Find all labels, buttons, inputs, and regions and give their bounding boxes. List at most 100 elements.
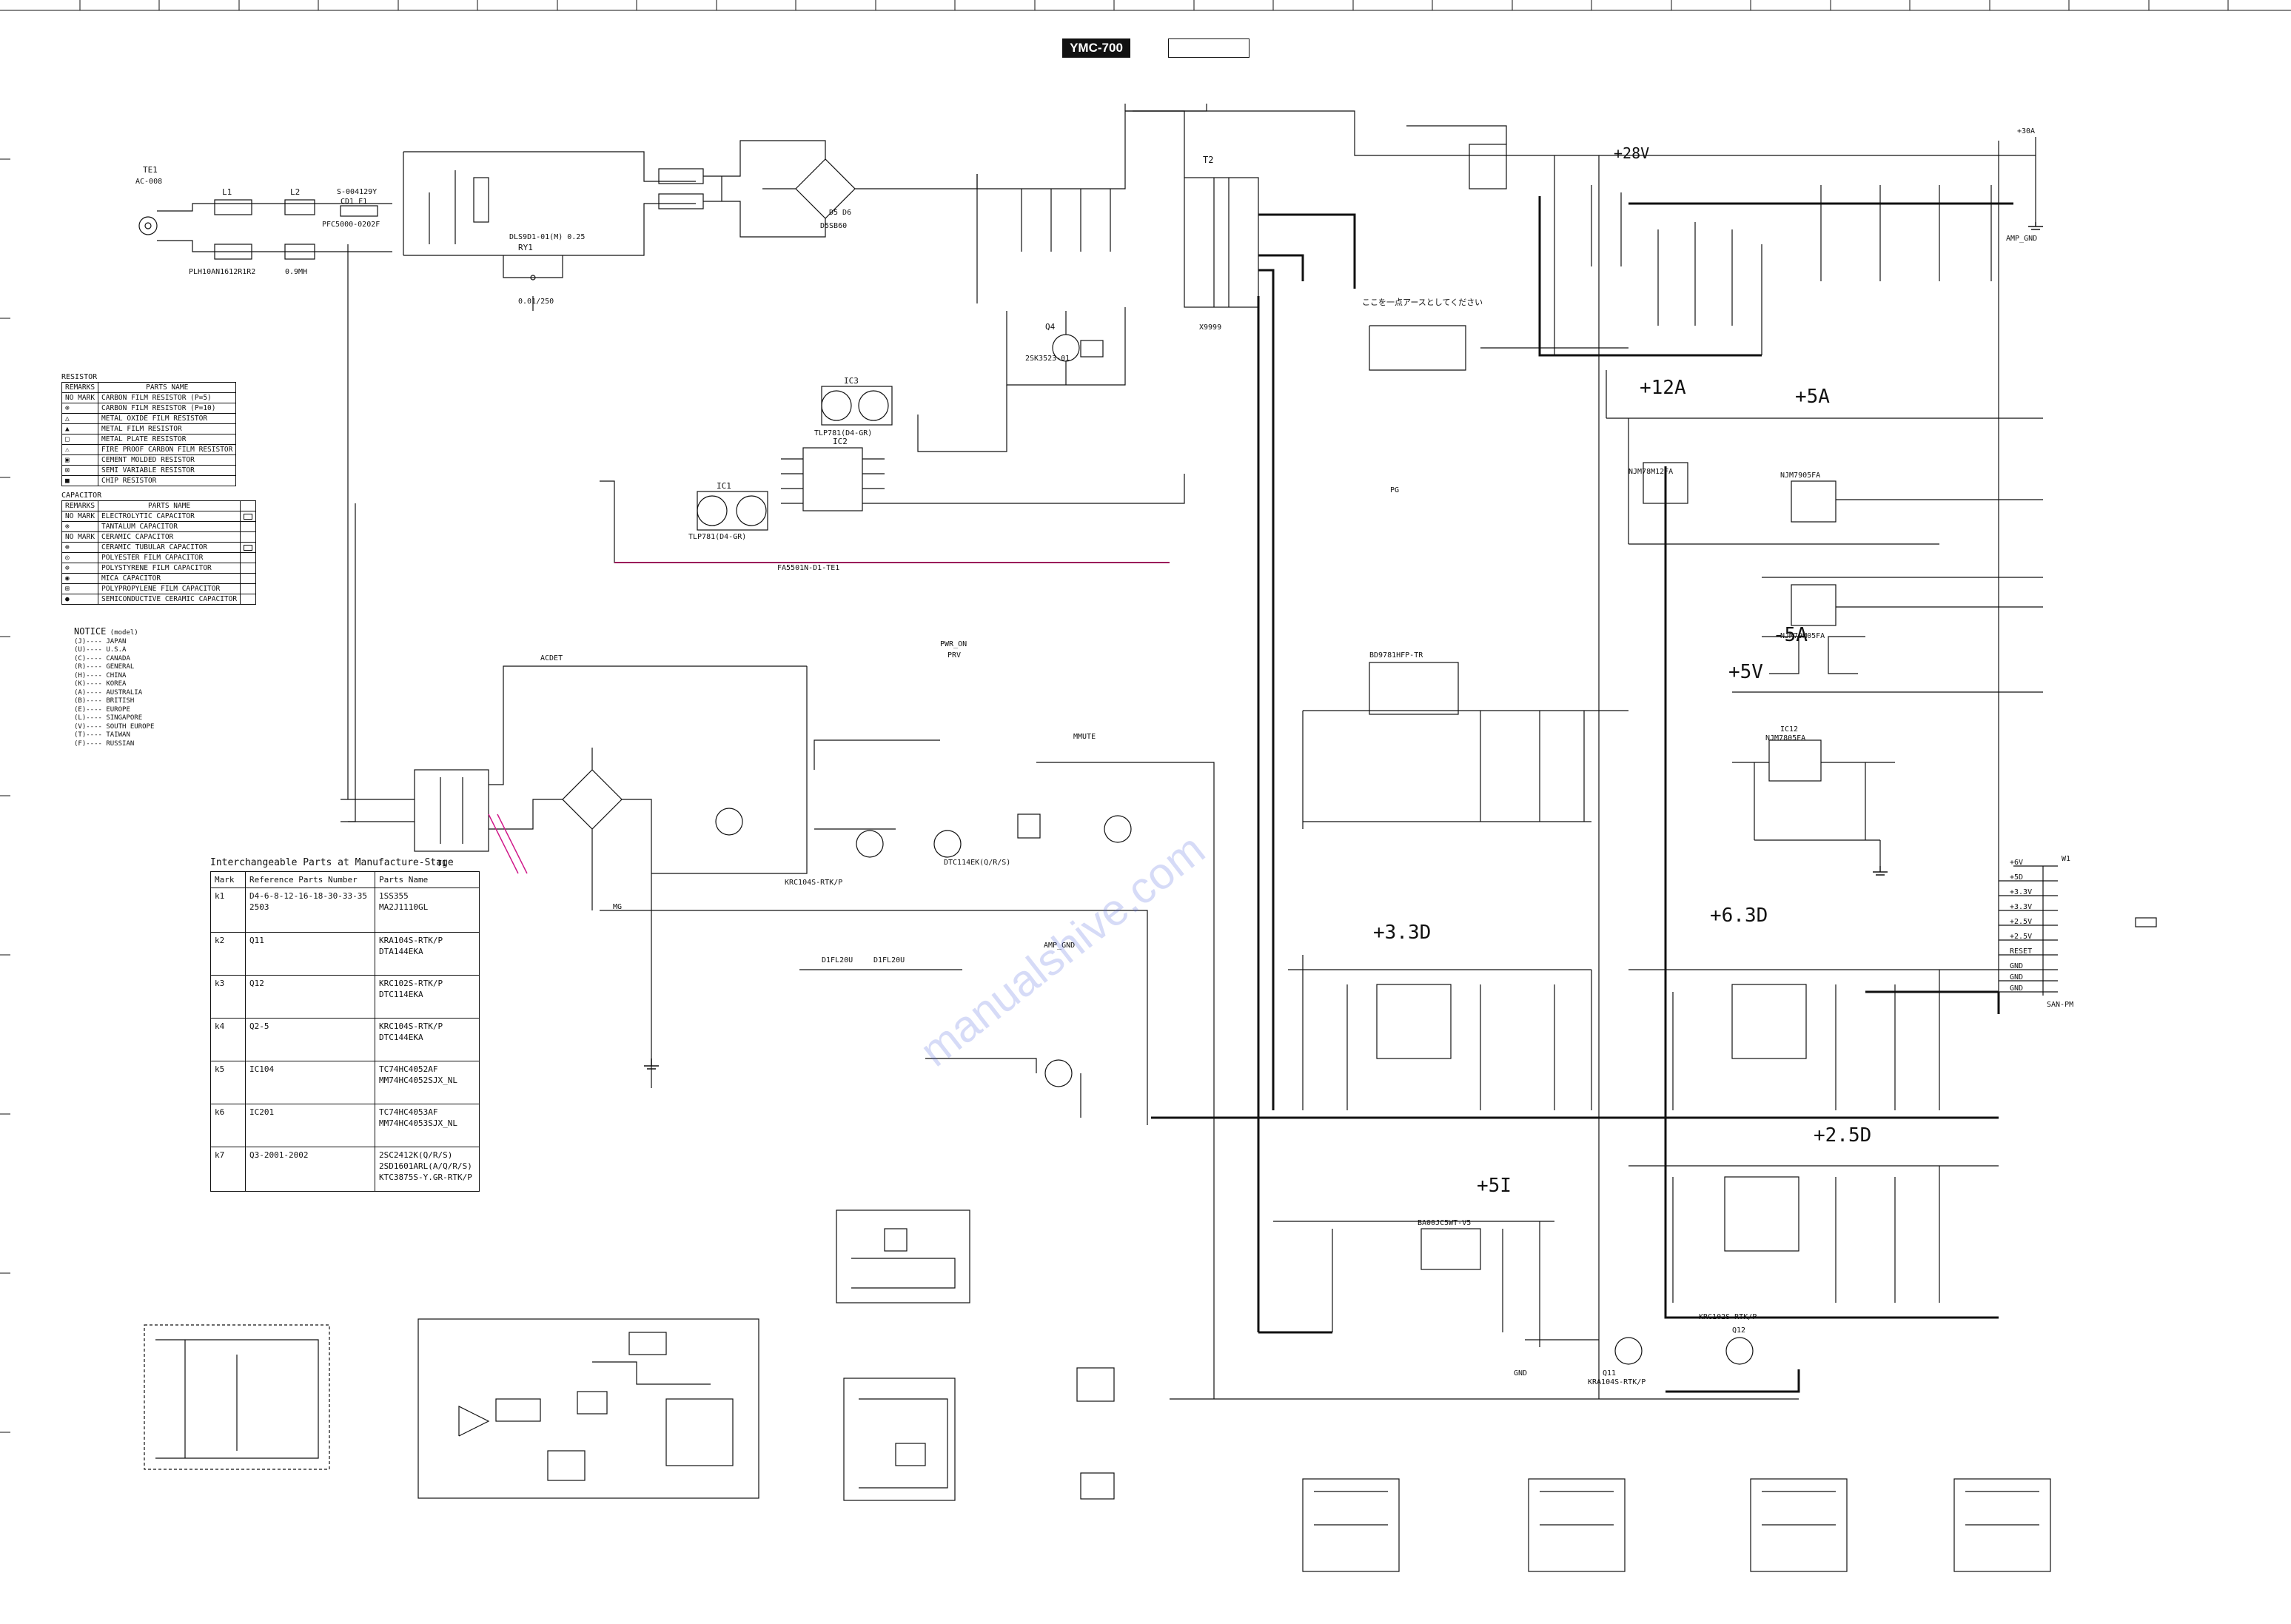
label-ic12-part: NJM7805FA (1765, 734, 1805, 742)
parts-row-mark: k3 (210, 975, 246, 1019)
capacitor-row-mark: ⊛ (61, 542, 99, 553)
capacitor-row-name: POLYSTYRENE FILM CAPACITOR (98, 563, 241, 574)
parts-row-name: TC74HC4052AF MM74HC4052SJX_NL (375, 1061, 480, 1104)
notice-line: (J)---- JAPAN (74, 637, 127, 645)
notice-title: NOTICE (74, 626, 107, 637)
parts-row-mark: k4 (210, 1018, 246, 1061)
model-title-blank (1168, 38, 1250, 58)
capacitor-row-name: SEMICONDUCTIVE CERAMIC CAPACITOR (98, 594, 241, 605)
resistor-row-mark: ▲ (61, 423, 99, 434)
label-gnd: GND (1514, 1369, 1527, 1378)
label-ic7-part: NJM78M12FA (1628, 468, 1673, 476)
notice-line: (T)---- TAIWAN (74, 731, 130, 739)
w1-pin-7: RESET (2010, 947, 2032, 956)
w1-pin-10: GND (2010, 984, 2023, 993)
label-relay: RY1 (518, 243, 533, 252)
resistor-legend-title: RESISTOR (61, 373, 98, 381)
rail-63d: +6.3D (1710, 905, 1768, 927)
model-notice: NOTICE (model) (J)---- JAPAN (U)---- U.S… (74, 626, 155, 748)
parts-row-ref: Q3-2001-2002 (244, 1147, 376, 1192)
label-l1-part: PLH10AN1612R1R2 (189, 268, 255, 276)
w1-pin-2: +5D (2010, 873, 2023, 882)
label-amp-gnd-2: AMP_GND (1044, 942, 1075, 950)
label-amp-gnd: AMP_GND (2006, 235, 2037, 243)
label-l1: L1 (222, 187, 232, 197)
label-pwr-on: PWR_ON (940, 640, 967, 648)
resistor-row-name: METAL OXIDE FILM RESISTOR (98, 413, 237, 424)
label-x9999: X9999 (1199, 323, 1221, 332)
capacitor-row-mark: ⊕ (61, 563, 99, 574)
parts-row-name: 1SS355 MA2J1110GL (375, 888, 480, 933)
notice-line: (C)---- CANADA (74, 654, 130, 662)
parts-row-name: 2SC2412K(Q/R/S) 2SD1601ARL(A/Q/R/S) KTC3… (375, 1147, 480, 1192)
resistor-col-remarks: REMARKS (61, 382, 99, 393)
capacitor-col-name: PARTS NAME (98, 500, 241, 511)
w1-pin-8: GND (2010, 962, 2023, 970)
capacitor-row-name: MICA CAPACITOR (98, 573, 241, 584)
resistor-row-name: METAL FILM RESISTOR (98, 423, 237, 434)
w1-pin-4: +3.3V (2010, 903, 2032, 911)
parts-table-title: Interchangeable Parts at Manufacture-Sta… (210, 857, 454, 868)
w1-pin-1: +6V (2010, 859, 2023, 867)
notice-line: (U)---- U.S.A (74, 646, 127, 654)
label-q11: Q11 (1603, 1369, 1616, 1378)
notice-line: (A)---- AUSTRALIA (74, 688, 143, 697)
w1-pin-3: +3.3V (2010, 888, 2032, 896)
label-ic8-part: NJM7905FA (1780, 472, 1820, 480)
label-w1: W1 (2062, 855, 2070, 863)
parts-row-mark: k5 (210, 1061, 246, 1104)
interchangeable-parts: Interchangeable Parts at Manufacture-Sta… (210, 857, 480, 1192)
resistor-row-mark: ▣ (61, 454, 99, 466)
parts-row-mark: k1 (210, 888, 246, 933)
resistor-row-name: CEMENT MOLDED RESISTOR (98, 454, 237, 466)
parts-col-ref: Reference Parts Number (244, 871, 376, 888)
label-d9: D1FL20U (822, 956, 853, 964)
notice-subtitle: (model) (110, 629, 138, 637)
capacitor-row-name: CERAMIC CAPACITOR (98, 531, 241, 543)
label-ic1-part: TLP781(D4-GR) (688, 533, 746, 541)
label-te1: TE1 (143, 165, 158, 175)
capacitor-row-mark: NO MARK (61, 511, 99, 522)
rail-5a: +5A (1795, 386, 1830, 408)
parts-row-ref: IC104 (244, 1061, 376, 1104)
label-pg: PG (1390, 486, 1399, 494)
notice-line: (V)---- SOUTH EUROPE (74, 722, 155, 731)
resistor-row-mark: ⊠ (61, 465, 99, 476)
rail-5v: +5V (1728, 661, 1763, 683)
w1-pin-9: GND (2010, 973, 2023, 982)
parts-table: Mark Reference Parts Number Parts Name k… (210, 871, 480, 1192)
label-prv: PRV (947, 651, 961, 660)
rail-5i: +5I (1477, 1175, 1512, 1197)
rail-33d: +3.3D (1373, 922, 1431, 944)
label-q12-part: KRC102S-RTK/P (1699, 1313, 1757, 1321)
notice-line: (L)---- SINGAPORE (74, 714, 143, 722)
capacitor-symbol-icon (244, 513, 253, 520)
label-ic10-part: NJM79M05FA (1780, 632, 1825, 640)
capacitor-row-mark: NO MARK (61, 531, 99, 543)
parts-row-mark: k7 (210, 1147, 246, 1192)
capacitor-row-mark: ⊞ (61, 583, 99, 594)
w1-pin-6: +2.5V (2010, 933, 2032, 941)
resistor-row-mark: △ (61, 413, 99, 424)
label-q2-part: KRC104S-RTK/P (785, 879, 842, 887)
resistor-row-name: METAL PLATE RESISTOR (98, 434, 237, 445)
capacitor-row-mark: ◎ (61, 552, 99, 563)
label-d25: D1FL20U (873, 956, 905, 964)
label-q7-part: DTC114EK(Q/R/S) (944, 859, 1010, 867)
label-q12: Q12 (1732, 1326, 1745, 1335)
label-note-jp: ここを一点アースとしてください (1362, 298, 1483, 307)
label-mg: MG (613, 903, 622, 911)
parts-row-name: TC74HC4053AF MM74HC4053SJX_NL (375, 1104, 480, 1147)
parts-row-name: KRC104S-RTK/P DTC144EKA (375, 1018, 480, 1061)
resistor-row-mark: ⚠ (61, 444, 99, 455)
resistor-row-name: CARBON FILM RESISTOR (P=10) (98, 403, 237, 414)
resistor-row-mark: ⊗ (61, 403, 99, 414)
notice-line: (H)---- CHINA (74, 671, 127, 680)
capacitor-row-name: TANTALUM CAPACITOR (98, 521, 241, 532)
label-mute: MMUTE (1073, 733, 1096, 741)
capacitor-row-mark: ● (61, 594, 99, 605)
resistor-row-mark: □ (61, 434, 99, 445)
